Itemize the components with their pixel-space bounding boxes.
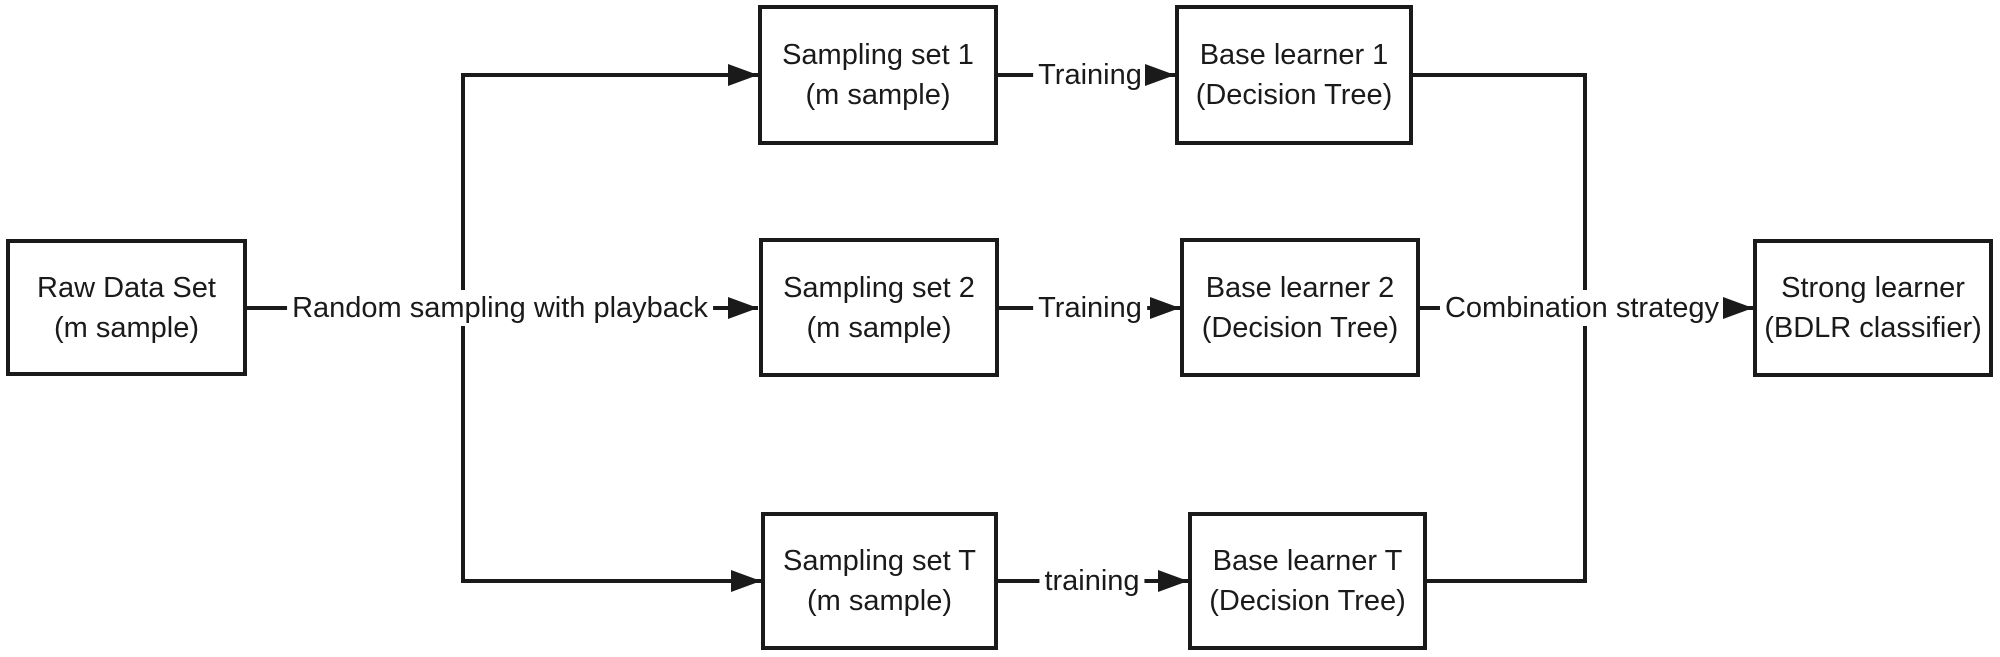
label-training-t: training [1039,563,1145,599]
node-sampling-set-1-line2: (m sample) [805,79,951,111]
node-base-learner-t-line2: (Decision Tree) [1209,585,1406,617]
edge-branch-to-sampling1 [461,73,758,77]
edge-baseT-to-collector [1425,579,1587,583]
arrowhead-into-baseT-icon [1158,570,1188,592]
node-strong-learner-line1: Strong learner [1781,272,1965,304]
node-raw-data-set: Raw Data Set (m sample) [6,239,247,376]
node-raw-data-set-line2: (m sample) [53,311,199,344]
node-sampling-set-2: Sampling set 2 (m sample) [759,238,999,377]
node-base-learner-2-line1: Base learner 2 [1205,271,1395,304]
node-sampling-set-1: Sampling set 1 (m sample) [758,5,998,145]
arrowhead-into-sampling1-icon [728,64,758,86]
node-base-learner-1: Base learner 1 (Decision Tree) [1175,5,1413,145]
node-sampling-set-t-line1: Sampling set T [783,545,976,577]
node-sampling-set-1-line1: Sampling set 1 [782,39,974,71]
node-sampling-set-t-line2: (m sample) [806,585,952,617]
node-base-learner-1-line2: (Decision Tree) [1195,79,1393,111]
label-combination-strategy: Combination strategy [1439,290,1725,326]
edge-branch-to-samplingT [461,579,761,583]
node-strong-learner-line2: (BDLR classifier) [1764,312,1982,344]
label-training-2: Training [1033,290,1147,326]
node-base-learner-1-line1: Base learner 1 [1199,39,1389,71]
edge-branch-vertical [461,73,465,583]
node-base-learner-2: Base learner 2 (Decision Tree) [1180,238,1420,377]
node-raw-data-set-line1: Raw Data Set [37,271,216,304]
node-base-learner-t: Base learner T (Decision Tree) [1188,512,1427,650]
arrowhead-into-strong-icon [1723,297,1753,319]
edge-base1-to-collector [1411,73,1587,77]
arrowhead-into-sampling2-icon [728,297,758,319]
label-random-sampling: Random sampling with playback [287,290,713,326]
node-sampling-set-2-line2: (m sample) [806,311,952,344]
arrowhead-into-base1-icon [1145,64,1175,86]
node-strong-learner: Strong learner (BDLR classifier) [1753,239,1993,377]
label-training-1: Training [1033,57,1147,93]
arrowhead-into-base2-icon [1150,297,1180,319]
node-sampling-set-t: Sampling set T (m sample) [761,512,998,650]
node-base-learner-t-line1: Base learner T [1212,545,1403,577]
node-base-learner-2-line2: (Decision Tree) [1201,311,1399,344]
edge-collector-vertical [1583,73,1587,583]
arrowhead-into-samplingT-icon [731,570,761,592]
node-sampling-set-2-line1: Sampling set 2 [783,271,975,304]
